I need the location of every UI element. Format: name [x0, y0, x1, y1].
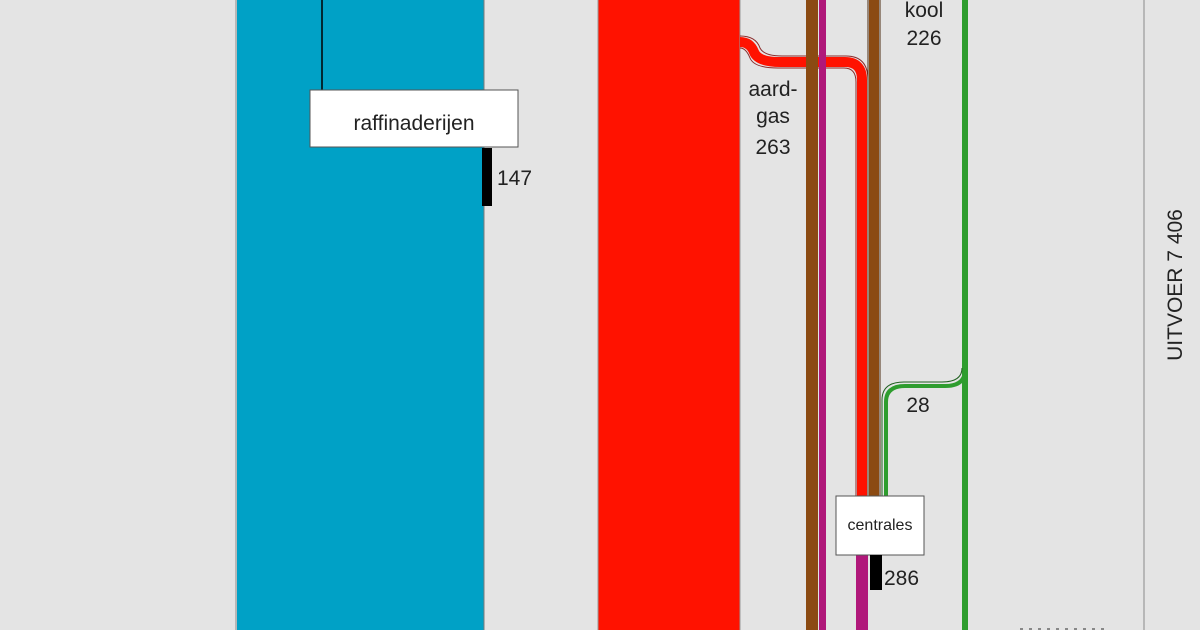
raffinaderijen-box [309, 89, 519, 148]
gas-branch-outline [739, 47, 857, 500]
centrales-loss-value: 286 [884, 567, 919, 590]
aardgas-value: 263 [755, 136, 790, 159]
raffinaderijen-label: raffinaderijen [353, 112, 474, 135]
centrales-label: centrales [848, 517, 913, 534]
aardgas-label-line2: gas [756, 105, 790, 128]
renewable-flow [962, 0, 968, 630]
gas-branch-flow [739, 37, 867, 500]
uitvoer-label: UITVOER 7 406 [1164, 209, 1187, 361]
gas-flow [598, 0, 740, 630]
coal-flow-left [806, 0, 818, 630]
renewable-branch-outline [881, 367, 963, 500]
raffinaderijen-loss-value: 147 [497, 167, 532, 190]
electricity-flow [819, 0, 826, 630]
renewable-branch-value: 28 [906, 394, 929, 417]
electricity-flow-lower [856, 555, 868, 630]
coal-flow-right [869, 0, 879, 500]
centrales-loss-bar [870, 555, 882, 590]
gas-branch-outline [739, 35, 869, 500]
aardgas-label-line1: aard- [748, 78, 797, 101]
renewable-branch-flow [884, 369, 967, 500]
kool-value: 226 [906, 27, 941, 50]
centrales-box [835, 495, 925, 556]
raffinaderijen-loss-bar [482, 148, 492, 206]
kool-label: kool [905, 0, 944, 22]
